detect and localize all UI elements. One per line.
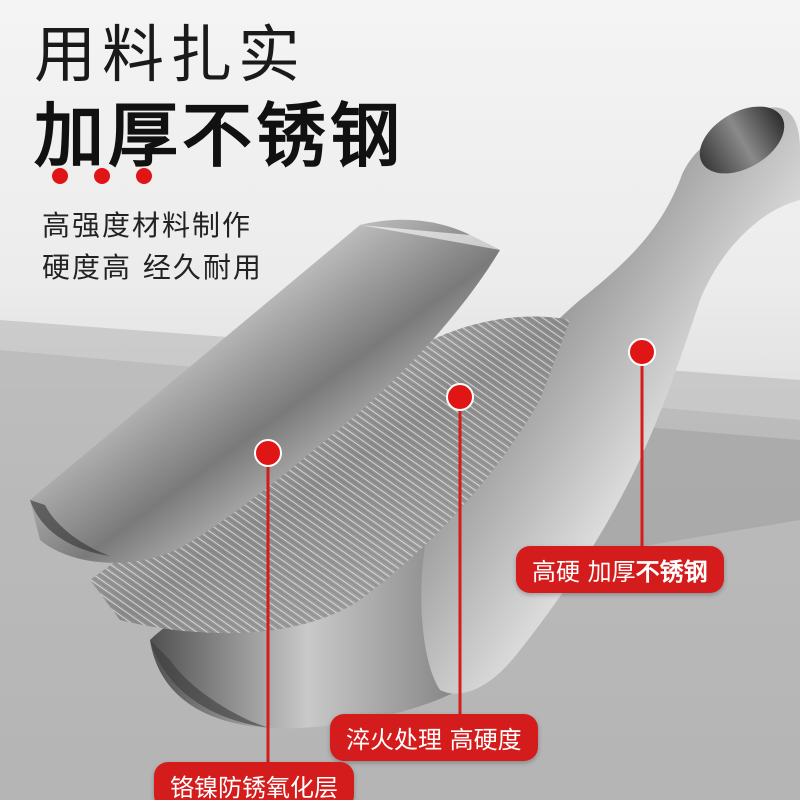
callout-layer1-bold: 不锈钢 xyxy=(635,558,708,586)
heading-line-1: 用料扎实 xyxy=(34,18,307,91)
dot-1 xyxy=(52,168,68,184)
callout-layer1: 高硬 加厚不锈钢 xyxy=(516,546,724,593)
callout-layer1-regular: 高硬 加厚 xyxy=(532,558,636,586)
subtitle-line-2: 硬度高 经久耐用 xyxy=(42,251,263,284)
callout-marker-layer2 xyxy=(446,383,474,724)
dot-2 xyxy=(94,168,110,184)
callout-layer2: 淬火处理 高硬度 xyxy=(330,714,538,761)
decorative-dots xyxy=(52,168,152,184)
heading-line-2: 加厚不锈钢 xyxy=(34,95,404,177)
callout-marker-layer1 xyxy=(628,338,656,556)
subtitle-line-1: 高强度材料制作 xyxy=(42,209,253,242)
callout-layer3: 铬镍防锈氧化层 xyxy=(154,762,354,800)
dot-3 xyxy=(136,168,152,184)
callout-marker-layer3 xyxy=(254,439,282,772)
